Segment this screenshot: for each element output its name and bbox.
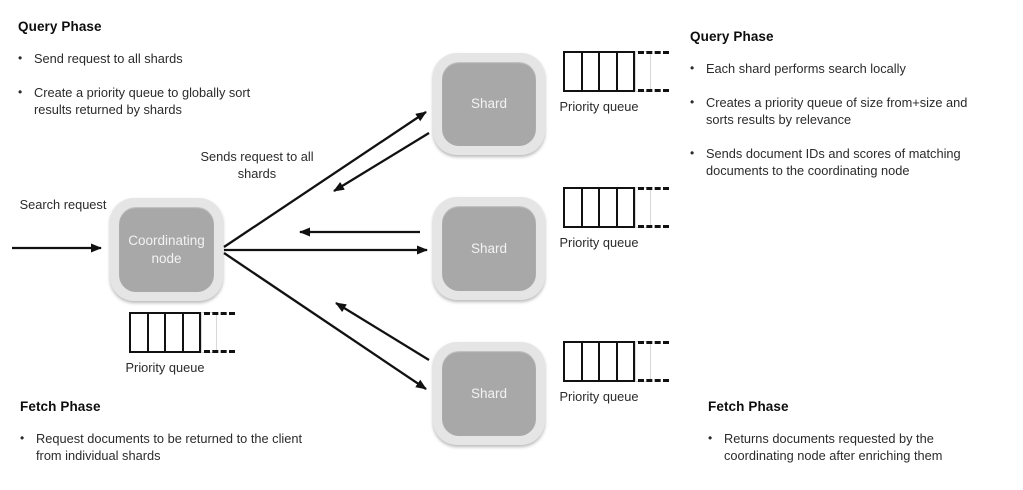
priority-queue-shard-middle: Priority queue <box>560 187 669 250</box>
priority-queue-label: Priority queue <box>559 235 639 250</box>
panel-heading: Query Phase <box>690 29 774 44</box>
bullet-marker: • <box>708 431 713 445</box>
arrow-return-bottom <box>335 302 430 361</box>
shard-label: Shard <box>470 96 508 111</box>
queue-cell <box>565 189 583 226</box>
queue-dashed-extension <box>638 341 669 382</box>
bullet-text: Send request to all shards <box>34 51 183 66</box>
queue-cell <box>618 189 634 226</box>
priority-queue-coordinating: Priority queue <box>126 312 235 375</box>
priority-queue-shard-top: Priority queue <box>560 51 669 114</box>
priority-queue-cells <box>563 341 635 382</box>
bullet-item: • Create a priority queue to globally so… <box>18 84 338 118</box>
panel-query-phase-left: Query Phase • Send request to all shards… <box>18 18 338 135</box>
bullet-item: • Sends document IDs and scores of match… <box>690 145 1000 179</box>
bullet-list: • Each shard performs search locally • C… <box>690 60 1000 179</box>
queue-cell <box>600 343 618 380</box>
shard-box: Shard <box>442 351 536 436</box>
bullet-text: Each shard performs search locally <box>706 61 906 76</box>
panel-heading: Fetch Phase <box>20 399 101 414</box>
bullet-item: • Request documents to be returned to th… <box>20 430 360 464</box>
panel-heading: Query Phase <box>18 19 102 34</box>
shard-node-middle: Shard <box>433 197 545 300</box>
bullet-list: • Send request to all shards • Create a … <box>18 50 338 118</box>
panel-heading: Fetch Phase <box>708 399 789 414</box>
arrow-to-shard-bottom <box>223 252 427 390</box>
panel-query-phase-right: Query Phase • Each shard performs search… <box>690 28 1000 196</box>
queue-cell <box>583 53 600 90</box>
coordinating-node: Coordinating node <box>110 198 223 301</box>
bullet-text: Create a priority queue to globally sort… <box>34 85 251 117</box>
bullet-list: • Returns documents requested by the coo… <box>708 430 1008 464</box>
shard-label: Shard <box>470 385 508 401</box>
queue-cell <box>184 314 200 351</box>
queue-cell <box>600 189 618 226</box>
queue-cell <box>149 314 166 351</box>
queue-cell <box>131 314 149 351</box>
bullet-text: Returns documents requested by the coord… <box>724 431 943 463</box>
bullet-text: Sends document IDs and scores of matchin… <box>706 146 961 178</box>
bullet-marker: • <box>20 431 25 445</box>
bullet-item: • Returns documents requested by the coo… <box>708 430 1008 464</box>
panel-fetch-phase-right: Fetch Phase • Returns documents requeste… <box>708 398 1008 481</box>
queue-dashed-extension <box>638 51 669 92</box>
queue-cell <box>166 314 184 351</box>
shard-label: Shard <box>470 240 508 256</box>
queue-cell <box>565 53 583 90</box>
queue-cell <box>618 53 634 90</box>
bullet-marker: • <box>690 146 695 160</box>
priority-queue-label: Priority queue <box>125 360 205 375</box>
shard-box: Shard <box>442 62 536 146</box>
shard-box: Shard <box>442 206 536 291</box>
coordinating-node-box: Coordinating node <box>119 207 214 292</box>
queue-dashed-extension <box>204 312 235 353</box>
priority-queue-label: Priority queue <box>559 389 639 404</box>
search-request-label: Search request <box>19 197 107 212</box>
bullet-item: • Send request to all shards <box>18 50 338 67</box>
queue-cell <box>565 343 583 380</box>
queue-cell <box>583 343 600 380</box>
shard-node-top: Shard <box>433 53 545 155</box>
queue-cell <box>583 189 600 226</box>
priority-queue-cells <box>563 187 635 228</box>
panel-fetch-phase-left: Fetch Phase • Request documents to be re… <box>20 398 360 481</box>
bullet-item: • Each shard performs search locally <box>690 60 1000 77</box>
bullet-text: Creates a priority queue of size from+si… <box>706 95 968 127</box>
bullet-marker: • <box>18 51 23 65</box>
priority-queue-shard-bottom: Priority queue <box>560 341 669 404</box>
bullet-marker: • <box>690 95 695 109</box>
bullet-list: • Request documents to be returned to th… <box>20 430 360 464</box>
queue-cell <box>618 343 634 380</box>
sends-request-label: Sends request to all shards <box>200 149 314 181</box>
bullet-marker: • <box>690 61 695 75</box>
queue-dashed-extension <box>638 187 669 228</box>
bullet-item: • Creates a priority queue of size from+… <box>690 94 1000 128</box>
shard-node-bottom: Shard <box>433 342 545 445</box>
priority-queue-cells <box>129 312 201 353</box>
priority-queue-label: Priority queue <box>559 99 639 114</box>
arrow-return-top <box>333 132 430 192</box>
queue-cell <box>600 53 618 90</box>
priority-queue-cells <box>563 51 635 92</box>
bullet-marker: • <box>18 85 23 99</box>
bullet-text: Request documents to be returned to the … <box>36 431 303 463</box>
coordinating-node-label: Coordinating node <box>128 232 205 266</box>
